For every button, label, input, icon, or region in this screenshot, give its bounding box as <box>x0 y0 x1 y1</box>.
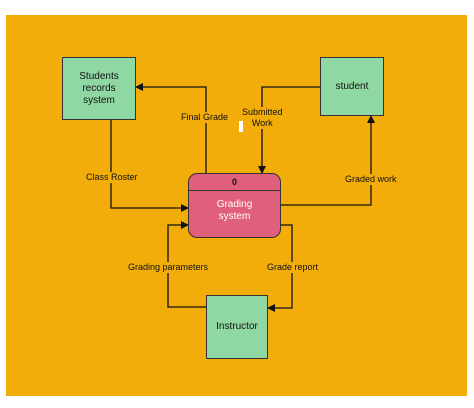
label-grade-report: Grade report <box>267 262 319 273</box>
process-grading-system: 0 Grading system <box>188 173 281 238</box>
flow-submitted-work <box>258 86 320 174</box>
label-graded-work: Graded work <box>345 174 397 185</box>
process-name: Grading system <box>216 199 253 222</box>
label-submitted-work: Submitted Work <box>242 107 283 129</box>
label-grading-parameters: Grading parameters <box>128 262 209 273</box>
process-id: 0 <box>189 174 280 191</box>
entity-students-records-system: Students records system <box>62 57 136 120</box>
selection-marker <box>239 121 243 132</box>
entity-instructor: Instructor <box>206 295 268 359</box>
label-class-roster: Class Roster <box>86 172 138 183</box>
entity-student: student <box>320 57 384 116</box>
flow-class-roster <box>110 120 189 212</box>
flow-graded-work <box>281 115 375 206</box>
flow-final-grade <box>135 83 207 173</box>
label-final-grade: Final Grade <box>181 112 229 123</box>
